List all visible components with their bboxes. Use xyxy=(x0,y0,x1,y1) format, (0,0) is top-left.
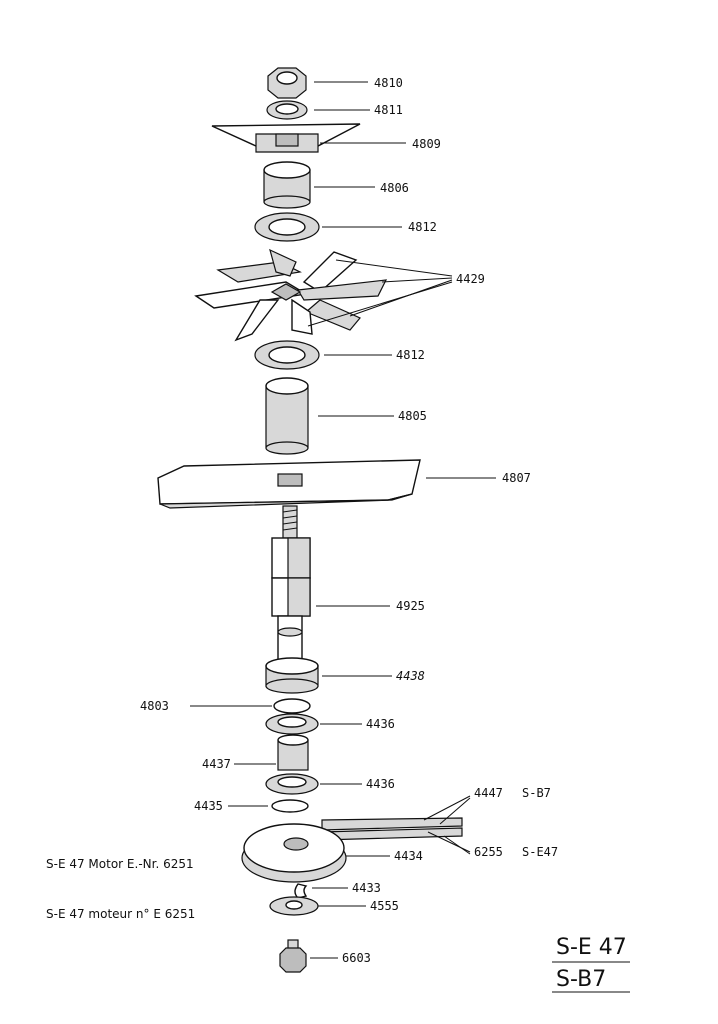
woodruff-key xyxy=(294,883,348,899)
upper-bearing xyxy=(265,657,392,694)
hex-nut xyxy=(267,67,368,99)
ball-bearing-upper xyxy=(265,713,362,735)
label-4811: 4811 xyxy=(374,103,403,117)
label-4447: 4447 xyxy=(474,786,503,800)
label-4434: 4434 xyxy=(394,849,423,863)
spacer-tube xyxy=(234,734,309,771)
label-4436-upper: 4436 xyxy=(366,717,395,731)
label-4429: 4429 xyxy=(456,272,485,286)
label-4807: 4807 xyxy=(502,471,531,485)
washer xyxy=(266,100,370,120)
label-4436-lower: 4436 xyxy=(366,777,395,791)
label-4437: 4437 xyxy=(202,757,231,771)
label-4812-upper: 4812 xyxy=(408,220,437,234)
label-4435: 4435 xyxy=(194,799,223,813)
label-4925: 4925 xyxy=(396,599,425,613)
upper-blade-bracket xyxy=(211,123,406,153)
spacer-disc-lower xyxy=(254,340,392,370)
label-4447-variant: S-B7 xyxy=(522,786,551,800)
bushing xyxy=(263,161,375,209)
spacer-disc-upper xyxy=(254,212,402,242)
long-sleeve xyxy=(265,377,394,455)
label-4438: 4438 xyxy=(396,669,425,683)
main-mower-blade xyxy=(157,459,496,509)
star-cutting-blades xyxy=(194,248,453,342)
label-4806: 4806 xyxy=(380,181,409,195)
label-4809: 4809 xyxy=(412,137,441,151)
label-4812-lower: 4812 xyxy=(396,348,425,362)
ball-bearing-lower xyxy=(265,773,362,795)
motor-note-french: S-E 47 moteur n° E 6251 xyxy=(46,907,195,921)
label-4803: 4803 xyxy=(140,699,169,713)
model-label-se47: S-E 47 xyxy=(556,935,627,960)
label-6255: 6255 xyxy=(474,845,503,859)
retaining-ring xyxy=(190,698,311,714)
label-4805: 4805 xyxy=(398,409,427,423)
bottom-washer xyxy=(269,896,366,916)
label-4433: 4433 xyxy=(352,881,381,895)
label-6603: 6603 xyxy=(342,951,371,965)
drive-shaft xyxy=(271,505,390,661)
label-4810: 4810 xyxy=(374,76,403,90)
label-6255-variant: S-E47 xyxy=(522,845,558,859)
shim-washer xyxy=(228,799,309,813)
label-4555: 4555 xyxy=(370,899,399,913)
motor-note-german: S-E 47 Motor E.-Nr. 6251 xyxy=(46,857,194,871)
belt-pulley xyxy=(241,823,390,883)
model-label-sb7: S-B7 xyxy=(556,967,606,992)
hex-bolt xyxy=(279,939,338,973)
